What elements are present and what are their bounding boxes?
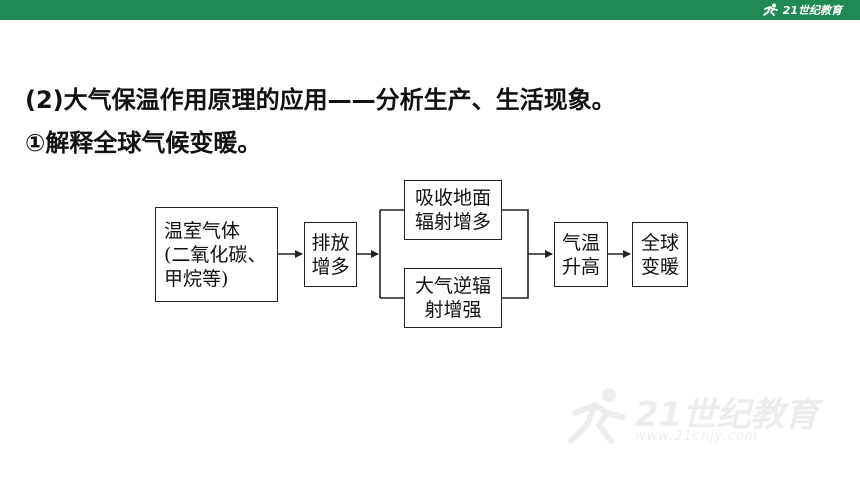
box-line: 变暖: [640, 255, 679, 278]
box-global-warming: 全球 变暖: [632, 222, 688, 287]
box-line: 射增强: [424, 299, 482, 321]
watermark: 21世纪教育 www.21cnjy.com: [565, 385, 835, 455]
box-line: 增多: [311, 255, 350, 278]
bracket-merge: [502, 209, 529, 299]
box-line: 气温: [561, 231, 600, 254]
runner-logo-icon: [762, 3, 778, 16]
box-temperature-rise: 气温 升高: [554, 222, 608, 287]
bracket-split: [379, 209, 404, 299]
box-line: 全球: [640, 231, 679, 254]
watermark-url: www.21cnjy.com: [635, 429, 759, 444]
box-line: 甲烷等): [164, 267, 229, 290]
box-line: 温室气体: [164, 219, 241, 242]
box-line: 大气逆辐: [414, 275, 491, 297]
section-heading: (2)大气保温作用原理的应用——分析生产、生活现象。: [25, 86, 616, 114]
box-line: 辐射增多: [414, 211, 491, 233]
watermark-title: 21世纪教育: [635, 395, 819, 435]
box-line: 吸收地面: [414, 187, 491, 209]
watermark-runner-icon: [568, 388, 626, 444]
brand-logo-text: 21世纪教育: [782, 4, 842, 17]
box-line: (二氧化碳、: [164, 243, 267, 266]
box-atmospheric-counter-radiation: 大气逆辐 射增强: [404, 268, 502, 328]
box-line: 排放: [311, 231, 350, 254]
brand-logo: 21世纪教育: [762, 2, 842, 18]
box-emission-increase: 排放 增多: [304, 222, 357, 287]
box-line: 升高: [561, 255, 600, 278]
top-header-bar: 21世纪教育: [0, 0, 860, 20]
box-greenhouse-gases: 温室气体 (二氧化碳、 甲烷等): [155, 207, 278, 302]
box-absorb-ground-radiation: 吸收地面 辐射增多: [404, 180, 502, 240]
section-subheading: ①解释全球气候变暖。: [25, 129, 262, 157]
